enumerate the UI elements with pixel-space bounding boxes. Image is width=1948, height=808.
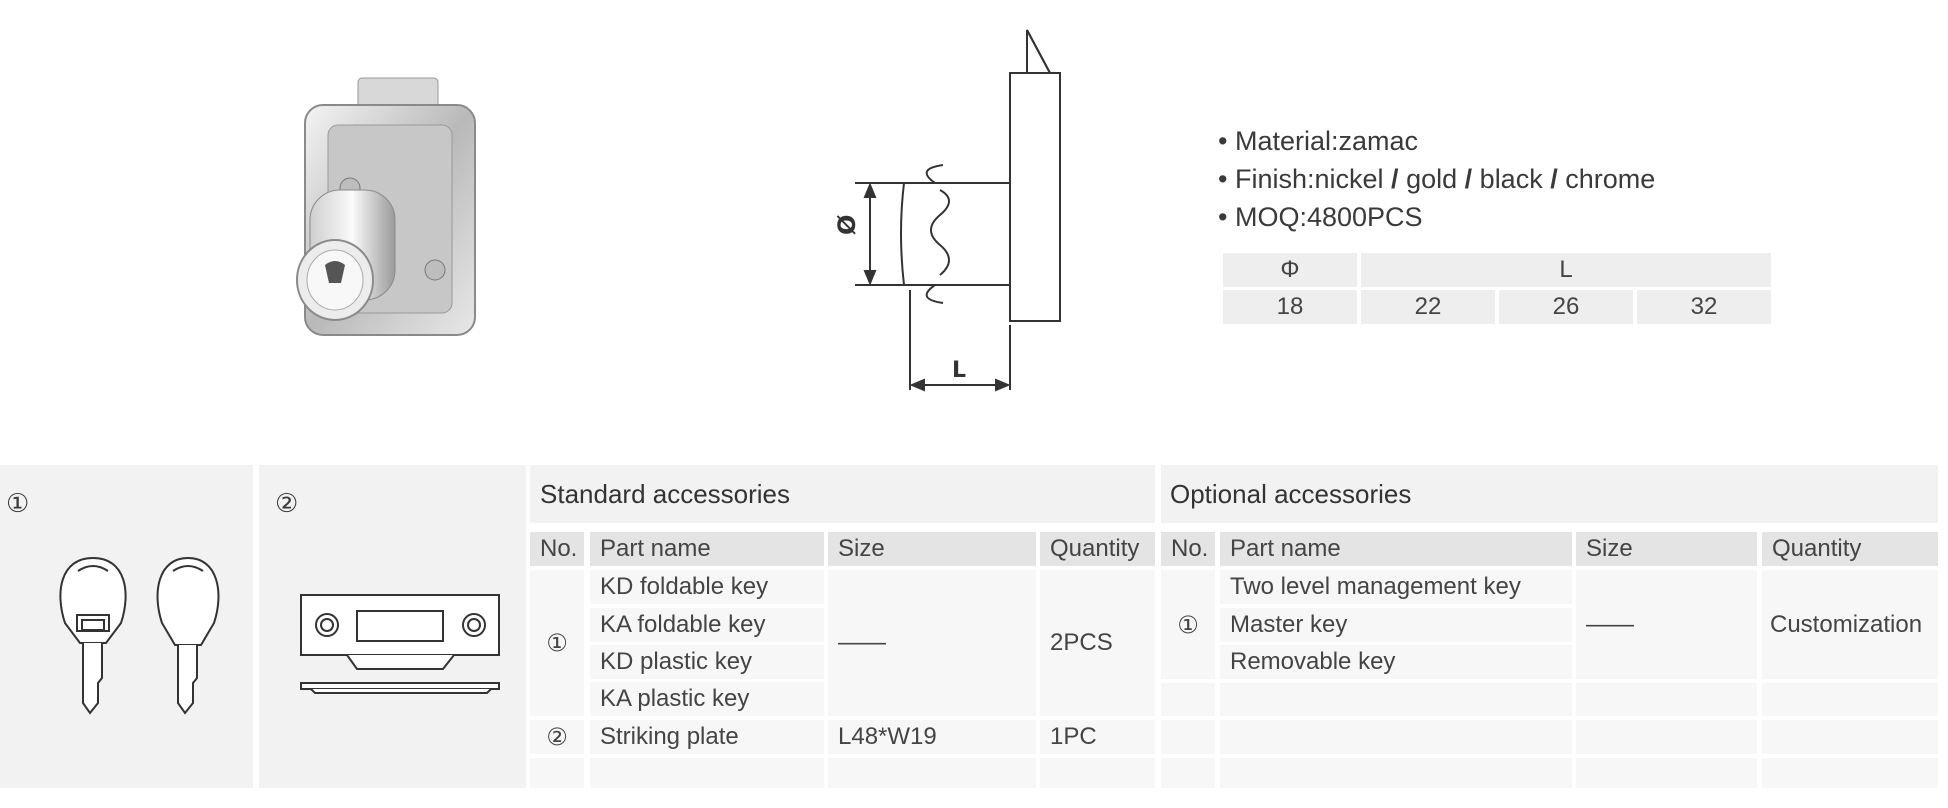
opt-empty-cell	[1161, 683, 1215, 716]
std-header-size: Size	[828, 532, 1036, 566]
std-empty-cell	[1040, 758, 1155, 788]
spec-finish: • Finish:nickel / gold / black / chrome	[1218, 164, 1656, 194]
opt-header-part: Part name	[1220, 532, 1572, 566]
spec-list: • Material:zamac • Finish:nickel / gold …	[1218, 122, 1655, 236]
length-label: L	[952, 358, 966, 383]
opt-group1-size: ——	[1576, 570, 1757, 679]
opt-group1-no: ①	[1161, 570, 1215, 679]
lock-product-photo	[296, 77, 476, 336]
opt-empty-cell	[1576, 683, 1757, 716]
dim-l-value: 22	[1361, 290, 1495, 324]
std-group1-size: ——	[828, 570, 1036, 716]
opt-header-qty: Quantity	[1762, 532, 1938, 566]
striking-plate-drawing	[300, 594, 500, 694]
opt-empty-cell	[1762, 720, 1938, 754]
panel-keys-number: ①	[6, 489, 30, 519]
dim-header-l: L	[1361, 253, 1771, 287]
standard-title: Standard accessories	[540, 479, 791, 509]
opt-empty-cell	[1576, 758, 1757, 788]
opt-part-name: Two level management key	[1220, 570, 1572, 604]
opt-empty-cell	[1220, 683, 1572, 716]
std-part-name: KA foldable key	[590, 608, 824, 642]
opt-part-name: Master key	[1220, 608, 1572, 642]
std-group1-no: ①	[530, 570, 584, 716]
std-group2-qty: 1PC	[1040, 720, 1155, 754]
spec-material: • Material:zamac	[1218, 126, 1419, 156]
opt-part-name: Removable key	[1220, 645, 1572, 679]
std-part-name: KD plastic key	[590, 645, 824, 679]
panel-striking-plate: ②	[259, 465, 526, 788]
std-group2-no: ②	[530, 720, 584, 754]
spec-material-text: Material:zamac	[1234, 126, 1419, 156]
std-empty-cell	[828, 758, 1036, 788]
lock-dimension-drawing: Ø L	[833, 29, 1061, 392]
spec-moq: • MOQ:4800PCS	[1218, 202, 1423, 232]
opt-group1-qty: Customization	[1762, 570, 1938, 679]
std-header-qty: Quantity	[1040, 532, 1155, 566]
opt-header-size: Size	[1576, 532, 1757, 566]
std-part-name: KD foldable key	[590, 570, 824, 604]
dim-phi-value: 18	[1223, 290, 1357, 324]
opt-header-no: No.	[1161, 532, 1215, 566]
opt-empty-cell	[1762, 758, 1938, 788]
std-part-name: KA plastic key	[590, 682, 824, 716]
opt-empty-cell	[1220, 758, 1572, 788]
opt-empty-cell	[1161, 720, 1215, 754]
std-header-no: No.	[530, 532, 584, 566]
std-empty-cell	[530, 758, 584, 788]
std-part-name: Striking plate	[590, 720, 824, 754]
std-group2-size: L48*W19	[828, 720, 1036, 754]
dim-l-value: 26	[1499, 290, 1633, 324]
opt-empty-cell	[1576, 720, 1757, 754]
keys-drawing	[59, 556, 220, 715]
dim-header-phi: Φ	[1223, 253, 1357, 287]
diameter-label: Ø	[833, 215, 861, 235]
panel-keys: ①	[0, 465, 253, 788]
std-empty-cell	[590, 758, 824, 788]
opt-empty-cell	[1762, 683, 1938, 716]
std-group1-qty: 2PCS	[1040, 570, 1155, 716]
optional-title-bar: Optional accessories	[1161, 465, 1938, 523]
opt-empty-cell	[1220, 720, 1572, 754]
standard-title-bar: Standard accessories	[530, 465, 1155, 523]
panel-plate-number: ②	[275, 489, 299, 519]
optional-title: Optional accessories	[1170, 479, 1412, 509]
dim-l-value: 32	[1637, 290, 1771, 324]
spec-moq-text: MOQ:4800PCS	[1234, 202, 1423, 232]
opt-empty-cell	[1161, 758, 1215, 788]
std-header-part: Part name	[590, 532, 824, 566]
